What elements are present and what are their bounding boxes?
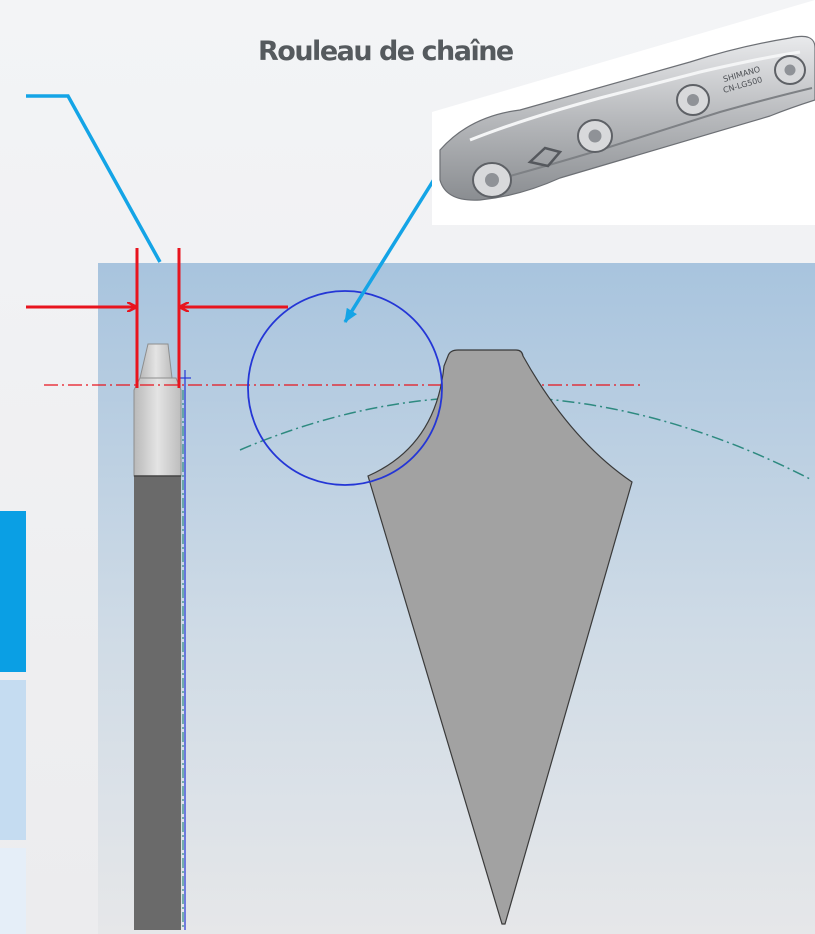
width-dimension — [26, 248, 288, 388]
sprocket-side-section — [133, 343, 191, 930]
side-tab-second[interactable] — [0, 680, 26, 840]
chain-roller-circle — [247, 290, 443, 486]
sprocket-tooth — [367, 349, 633, 925]
callout-leader-left — [26, 94, 162, 263]
side-tab-third[interactable] — [0, 848, 26, 934]
diagram-title: Rouleau de chaîne — [258, 36, 514, 67]
chain-photo-icon: SHIMANO CN-LG500 — [432, 0, 815, 225]
side-tab-active[interactable] — [0, 511, 26, 672]
